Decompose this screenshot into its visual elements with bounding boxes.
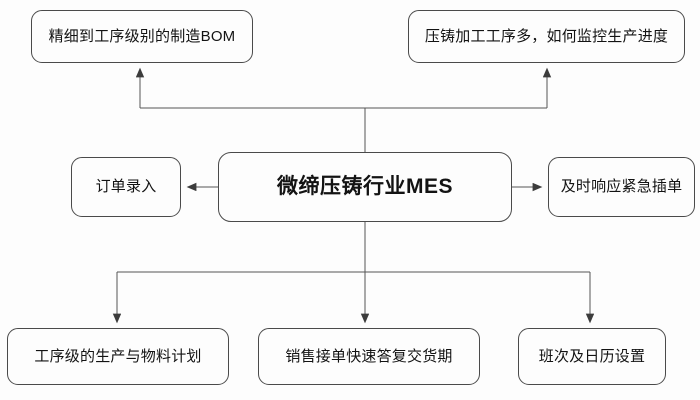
node-production-progress[interactable]: 压铸加工工序多，如何监控生产进度 (408, 10, 685, 63)
node-bom[interactable]: 精细到工序级别的制造BOM (31, 10, 253, 63)
node-urgent-order-response[interactable]: 及时响应紧急插单 (548, 157, 695, 217)
node-production-material-plan[interactable]: 工序级的生产与物料计划 (7, 328, 229, 385)
node-center-mes[interactable]: 微缔压铸行业MES (218, 152, 512, 222)
node-delivery-date-reply[interactable]: 销售接单快速答复交货期 (258, 328, 480, 385)
node-order-entry[interactable]: 订单录入 (71, 157, 181, 217)
node-shift-calendar-setting[interactable]: 班次及日历设置 (518, 328, 666, 385)
